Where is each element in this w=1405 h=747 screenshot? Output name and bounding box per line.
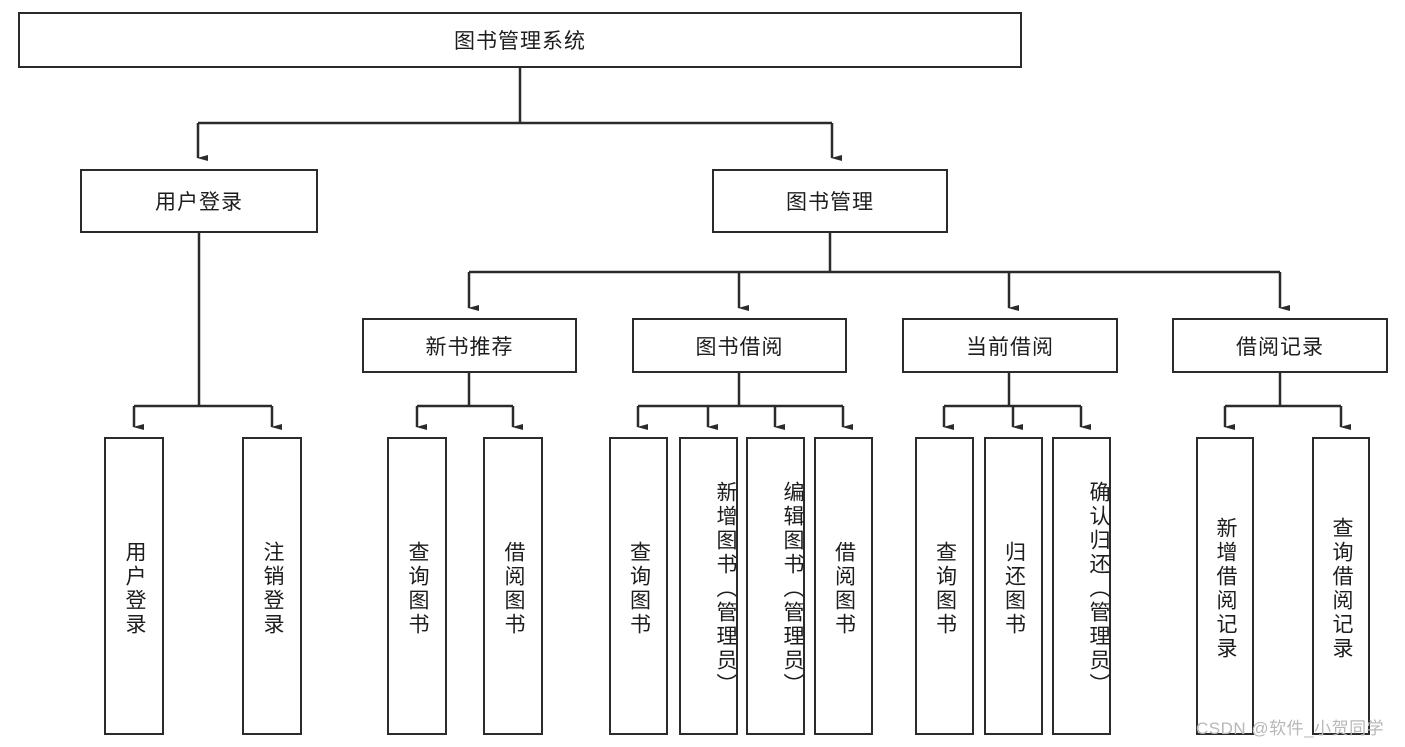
node-book-management-label: 图书管理: [786, 191, 874, 214]
leaf-borrow-books-recommend[interactable]: 借阅图书: [483, 437, 543, 735]
leaf-query-books-recommend[interactable]: 查询图书: [387, 437, 447, 735]
node-root-label: 图书管理系统: [454, 30, 586, 53]
leaf-borrow-books-borrow-label: 借阅图书: [832, 541, 856, 637]
leaf-borrow-books-recommend-label: 借阅图书: [502, 541, 526, 637]
leaf-confirm-return-admin-label: 确认归还（管理员）: [1087, 481, 1110, 697]
leaf-query-books-current[interactable]: 查询图书: [915, 437, 974, 735]
leaf-query-books-borrow[interactable]: 查询图书: [609, 437, 668, 735]
node-book-borrow[interactable]: 图书借阅: [632, 318, 847, 373]
leaf-query-borrow-record-label: 查询借阅记录: [1330, 517, 1354, 661]
leaf-return-books[interactable]: 归还图书: [984, 437, 1043, 735]
leaf-confirm-return-admin[interactable]: 确认归还（管理员）: [1052, 437, 1111, 735]
node-borrow-record[interactable]: 借阅记录: [1172, 318, 1388, 373]
leaf-edit-book-admin-label: 编辑图书（管理员）: [781, 481, 804, 697]
csdn-watermark: CSDN @软件_小贺同学: [1196, 719, 1385, 738]
leaf-user-login-label: 用户登录: [123, 541, 147, 637]
node-new-book-recommend[interactable]: 新书推荐: [362, 318, 577, 373]
node-user-login[interactable]: 用户登录: [80, 169, 318, 233]
leaf-logout[interactable]: 注销登录: [242, 437, 302, 735]
node-current-borrow-label: 当前借阅: [966, 335, 1054, 359]
node-current-borrow[interactable]: 当前借阅: [902, 318, 1118, 373]
leaf-edit-book-admin[interactable]: 编辑图书（管理员）: [746, 437, 805, 735]
leaf-borrow-books-borrow[interactable]: 借阅图书: [814, 437, 873, 735]
node-borrow-record-label: 借阅记录: [1236, 335, 1324, 359]
node-user-login-label: 用户登录: [155, 191, 243, 214]
leaf-query-books-borrow-label: 查询图书: [627, 541, 651, 637]
leaf-query-books-recommend-label: 查询图书: [406, 541, 430, 637]
leaf-logout-label: 注销登录: [261, 541, 285, 637]
leaf-add-borrow-record[interactable]: 新增借阅记录: [1196, 437, 1254, 735]
node-book-borrow-label: 图书借阅: [695, 335, 784, 359]
node-root[interactable]: 图书管理系统: [18, 12, 1022, 68]
leaf-add-borrow-record-label: 新增借阅记录: [1214, 517, 1238, 661]
leaf-add-book-admin-label: 新增图书（管理员）: [714, 481, 737, 697]
leaf-return-books-label: 归还图书: [1002, 541, 1026, 637]
leaf-add-book-admin[interactable]: 新增图书（管理员）: [679, 437, 738, 735]
leaf-query-books-current-label: 查询图书: [933, 541, 957, 637]
leaf-user-login[interactable]: 用户登录: [104, 437, 164, 735]
node-new-book-recommend-label: 新书推荐: [425, 335, 514, 359]
node-book-management[interactable]: 图书管理: [712, 169, 948, 233]
leaf-query-borrow-record[interactable]: 查询借阅记录: [1312, 437, 1370, 735]
